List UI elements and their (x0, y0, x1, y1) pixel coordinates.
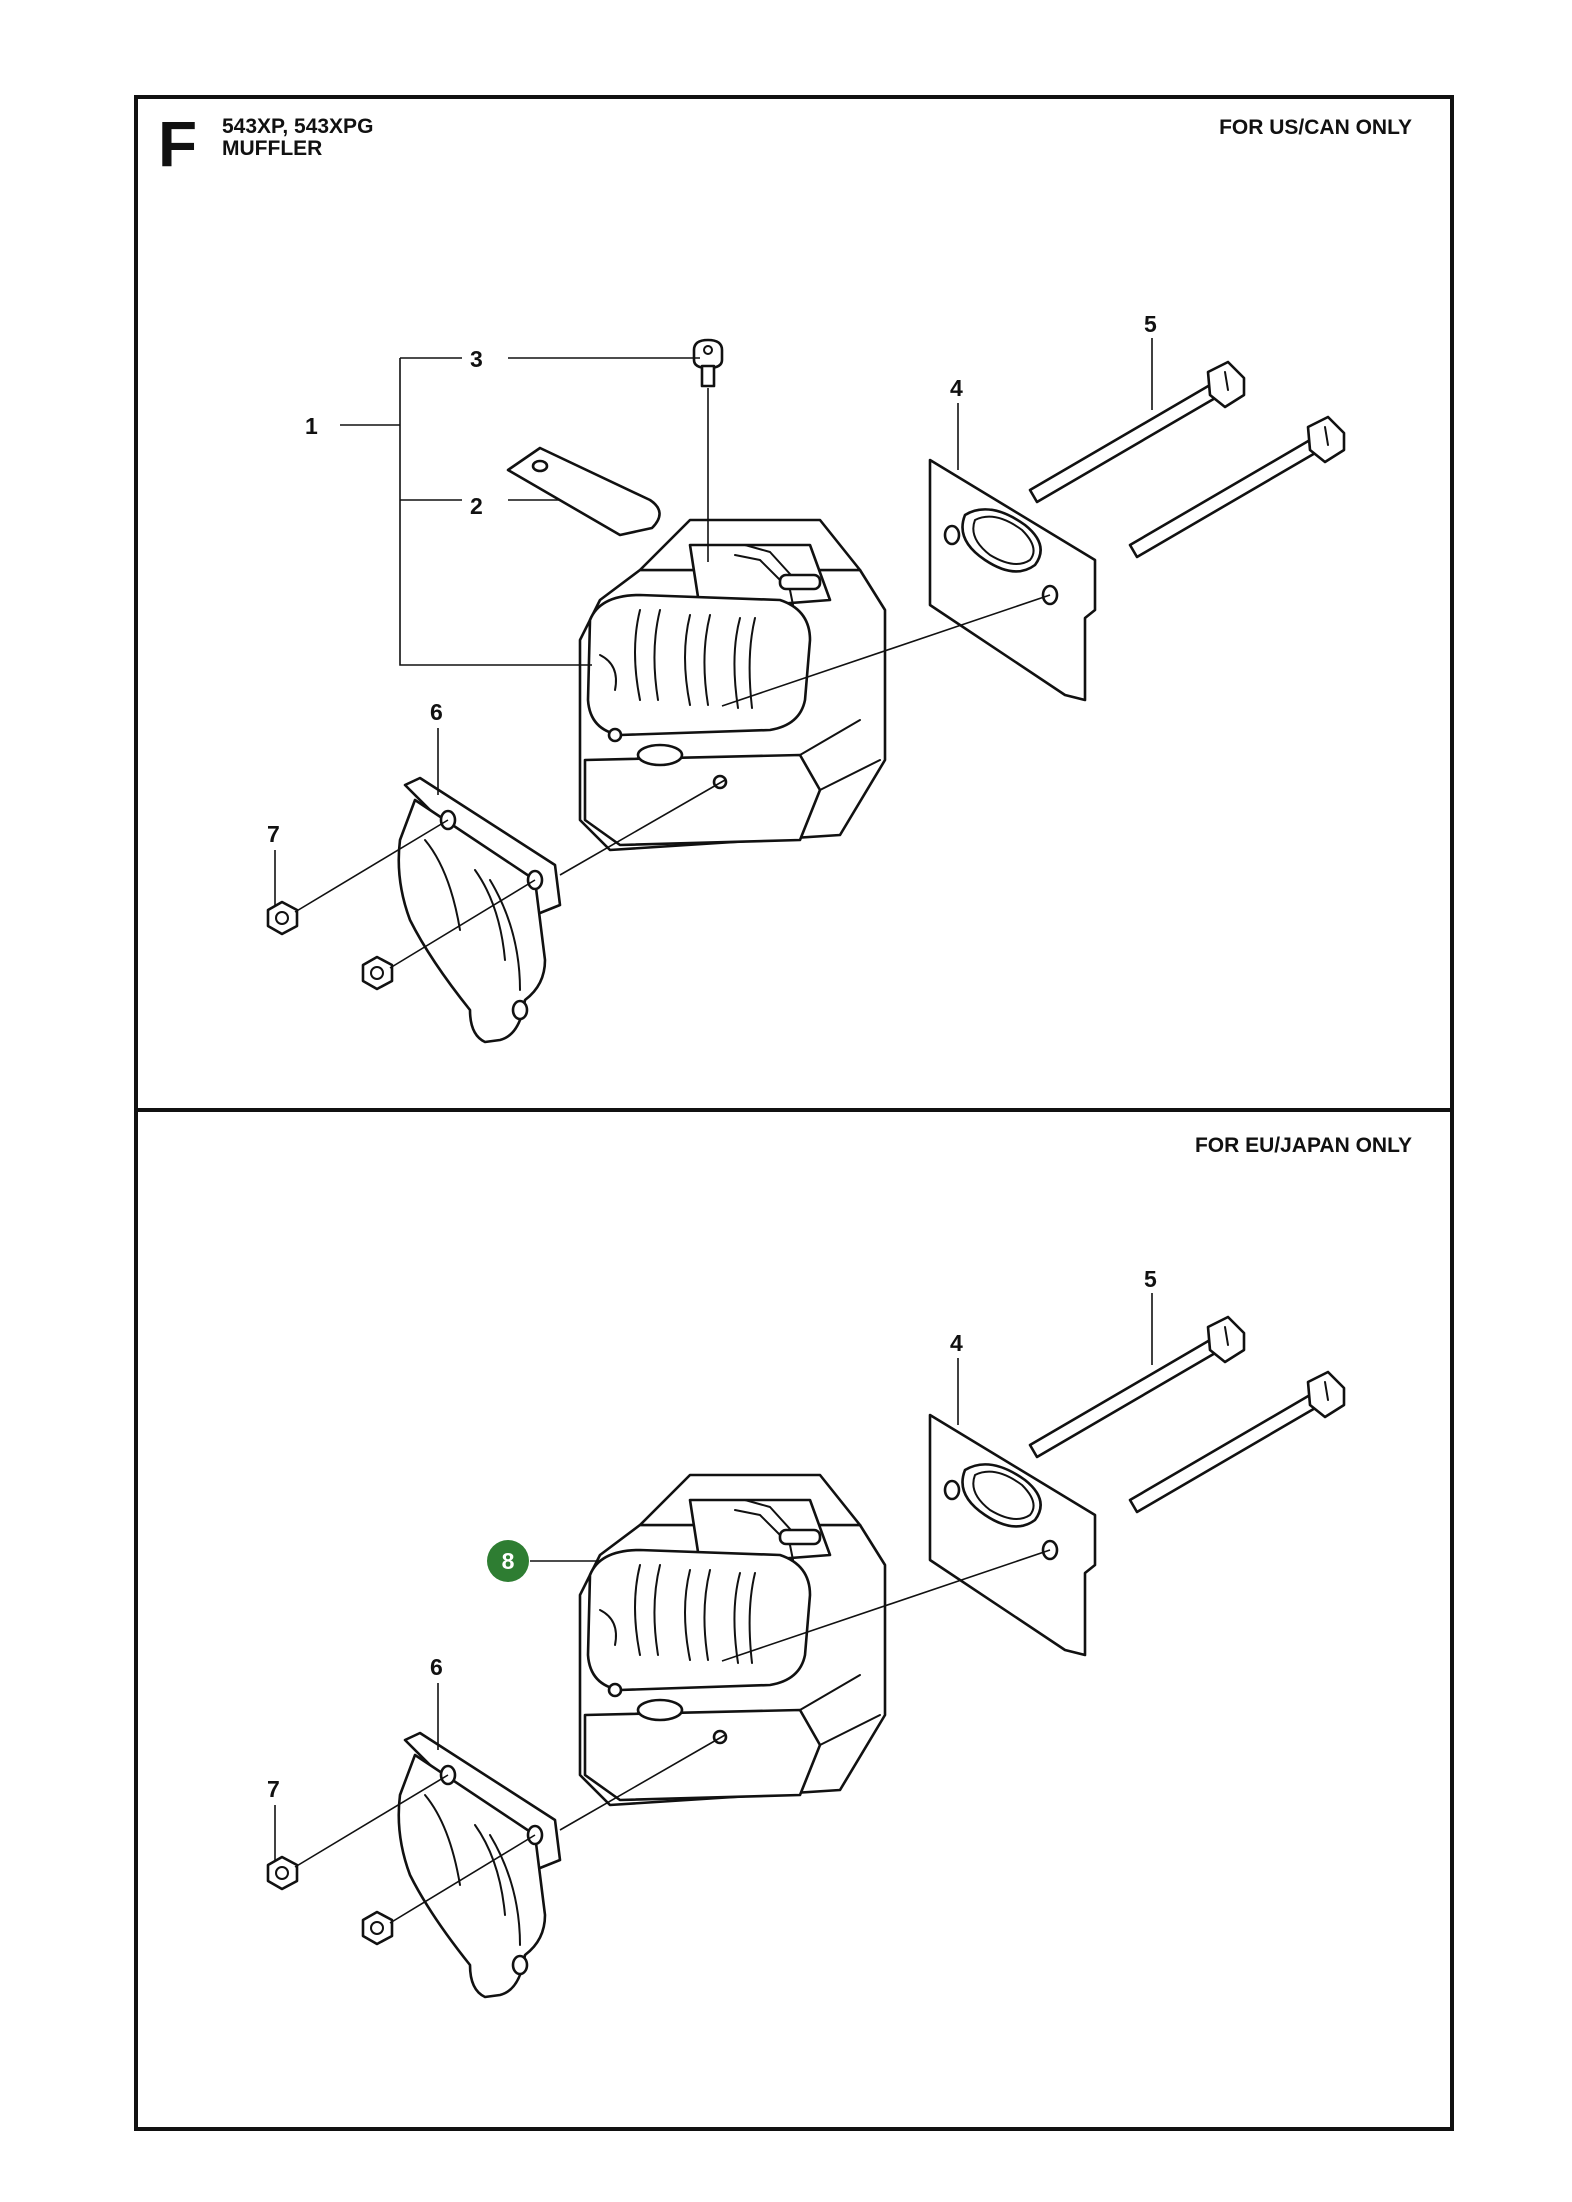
gasket (928, 458, 1097, 702)
callout-2: 2 (470, 493, 483, 519)
screw (692, 338, 724, 562)
diagram-frame (134, 95, 1454, 2131)
callout-4: 4 (950, 375, 963, 401)
callout-1: 1 (305, 413, 318, 439)
callout-7: 7 (267, 1776, 280, 1802)
model-numbers: 543XP, 543XPG (222, 115, 374, 138)
callout-6: 6 (430, 1654, 443, 1680)
muffler-body (578, 1473, 887, 1807)
panel-divider (134, 1108, 1454, 1112)
muffler-bracket (266, 776, 562, 1044)
panel-eu-japan: 8 4 5 6 7 (266, 1266, 1346, 1999)
gasket (928, 1413, 1097, 1657)
callout-3: 3 (470, 346, 483, 372)
callout-5: 5 (1144, 1266, 1157, 1292)
deflector-plate (506, 446, 661, 537)
region-label-us-can: FOR US/CAN ONLY (1219, 116, 1412, 139)
header-block: 543XP, 543XPG MUFFLER (222, 115, 374, 161)
diagram-title: MUFFLER (222, 137, 323, 161)
muffler-body (578, 518, 887, 852)
callout-8: 8 (502, 1548, 515, 1574)
highlight-badge (487, 1540, 529, 1582)
callout-5: 5 (1144, 311, 1157, 337)
callout-6: 6 (430, 699, 443, 725)
panel-us-can: 1 2 3 4 5 6 7 (266, 311, 1346, 1044)
section-letter: F (158, 108, 198, 180)
region-label-eu-japan: FOR EU/JAPAN ONLY (1194, 1134, 1412, 1157)
bolt-lower (1128, 1370, 1346, 1514)
callout-7: 7 (267, 821, 280, 847)
bolt-upper (1028, 1315, 1246, 1459)
bolt-lower (1128, 415, 1346, 559)
callout-4: 4 (950, 1330, 963, 1356)
muffler-bracket (266, 1731, 562, 1999)
bolt-upper (1028, 360, 1246, 504)
